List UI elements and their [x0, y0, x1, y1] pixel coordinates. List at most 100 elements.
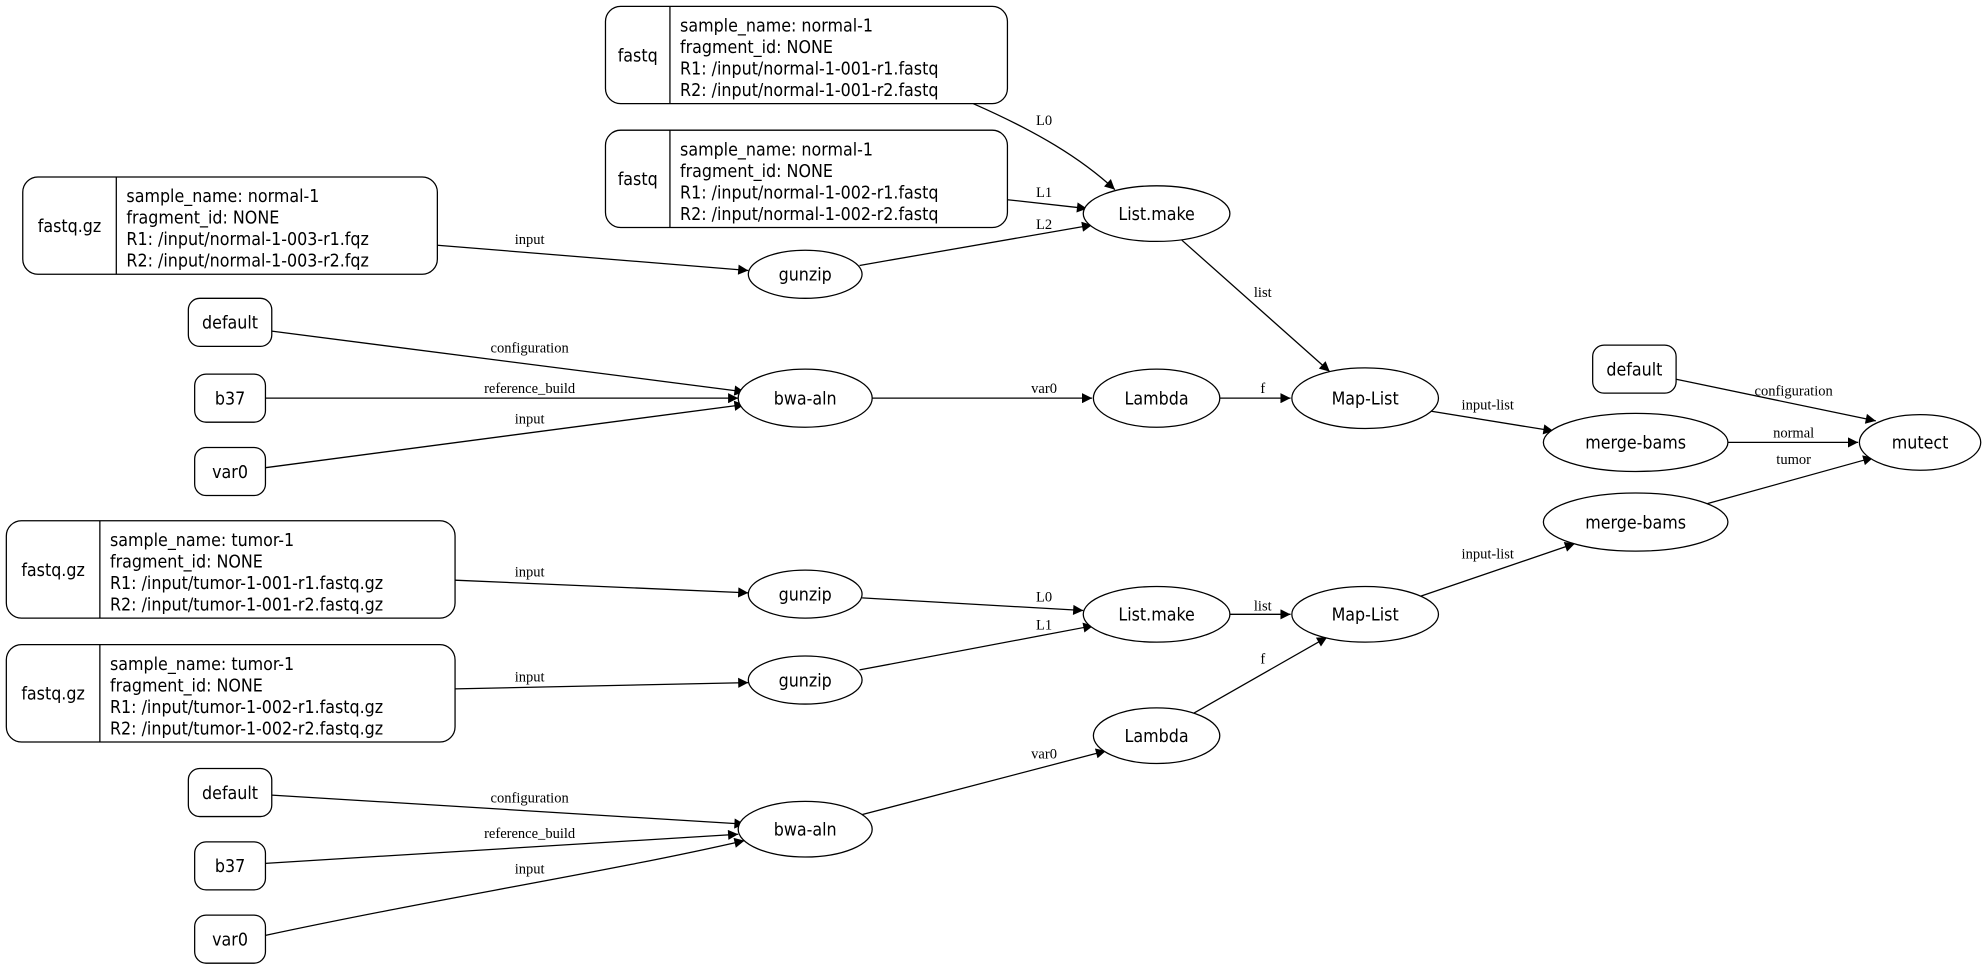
edge-var0a-bwa1: input — [265, 400, 745, 469]
edge-label: input — [515, 564, 545, 580]
node-default[interactable]: default — [187, 297, 273, 347]
record-field: fragment_id: NONE — [110, 676, 263, 696]
record-field: R2: /input/normal-1-003-r2.fqz — [126, 252, 368, 272]
edge-label: input — [515, 232, 545, 248]
edge-bwa2-lam2: var0 — [859, 746, 1107, 816]
node-map-list[interactable]: Map-List — [1291, 585, 1440, 643]
edge-f3-gz1: input — [437, 232, 749, 275]
ellipse-shape — [1092, 368, 1221, 428]
node-lambda[interactable]: Lambda — [1092, 368, 1221, 428]
record-field: R1: /input/tumor-1-001-r1.fastq.gz — [110, 574, 383, 594]
edge-label: list — [1254, 285, 1272, 301]
node-label: mutect — [1892, 434, 1949, 454]
node-label: var0 — [212, 463, 248, 483]
ellipse-shape — [1291, 367, 1440, 430]
record-box — [5, 520, 456, 619]
edge-label: var0 — [1031, 746, 1057, 762]
record-field: R2: /input/normal-1-001-r2.fastq — [680, 81, 938, 101]
edge-lm2-map2: list — [1229, 599, 1291, 620]
edge-b37b-bwa2: reference_build — [265, 826, 739, 864]
node-label: Lambda — [1125, 389, 1189, 409]
node-label: merge-bams — [1585, 513, 1686, 533]
box-shape — [194, 373, 267, 423]
edge-f1-lm1: L0 — [973, 103, 1116, 191]
node-b37[interactable]: b37 — [194, 841, 267, 891]
node-merge-bams[interactable]: merge-bams — [1542, 492, 1729, 552]
node-merge-bams[interactable]: merge-bams — [1542, 412, 1729, 473]
node-label: gunzip — [779, 671, 832, 691]
node-default[interactable]: default — [187, 767, 273, 818]
node-default[interactable]: default — [1592, 344, 1677, 394]
node-bwa-aln[interactable]: bwa-aln — [737, 800, 873, 858]
record-field: sample_name: normal-1 — [126, 187, 319, 207]
record-field: sample_name: normal-1 — [680, 140, 873, 160]
edge-line — [437, 244, 749, 275]
record-field: sample_name: tumor-1 — [110, 655, 294, 675]
record-field: R1: /input/normal-1-003-r1.fqz — [126, 230, 368, 250]
node-var0[interactable]: var0 — [194, 914, 267, 964]
edge-label: configuration — [1755, 384, 1834, 400]
node-map-list[interactable]: Map-List — [1291, 367, 1440, 430]
edge-label: reference_build — [484, 826, 576, 842]
edge-mb1-mut: normal — [1727, 425, 1859, 448]
edge-gz1-lm1: L2 — [859, 217, 1093, 267]
edge-label: list — [1254, 599, 1272, 615]
box-shape — [1592, 344, 1677, 394]
edge-line — [271, 330, 745, 396]
node-var0[interactable]: var0 — [194, 446, 267, 497]
edge-line — [1675, 378, 1876, 424]
box-shape — [194, 446, 267, 497]
record-field: fragment_id: NONE — [680, 38, 833, 58]
record-field: fragment_id: NONE — [680, 162, 833, 182]
record-box — [604, 5, 1009, 105]
edge-line — [1007, 199, 1088, 213]
edge-line — [1428, 410, 1554, 435]
node-label: Map-List — [1332, 389, 1399, 409]
node-mutect[interactable]: mutect — [1858, 413, 1982, 471]
record-type: fastq.gz — [21, 685, 85, 705]
edge-gz3-lm2: L1 — [859, 617, 1094, 671]
record-type: fastq — [618, 46, 658, 66]
edge-label: L1 — [1036, 185, 1052, 201]
node-list-make[interactable]: List.make — [1082, 585, 1231, 643]
node-label: var0 — [212, 930, 248, 950]
record-box — [22, 176, 438, 275]
edge-label: input — [515, 861, 545, 877]
edge-line — [1181, 239, 1331, 373]
node-gunzip[interactable]: gunzip — [747, 569, 863, 619]
edge-label: normal — [1773, 425, 1814, 441]
node-fastq-gz[interactable]: fastq.gz sample_name: tumor-1fragment_id:… — [5, 644, 456, 743]
edge-bwa1-lam1: var0 — [872, 381, 1093, 404]
node-gunzip[interactable]: gunzip — [747, 655, 863, 705]
node-bwa-aln[interactable]: bwa-aln — [737, 368, 873, 428]
box-shape — [187, 297, 273, 347]
node-list-make[interactable]: List.make — [1082, 185, 1231, 243]
edge-label: f — [1260, 381, 1265, 397]
record-field: fragment_id: NONE — [110, 553, 263, 573]
record-box — [604, 129, 1009, 229]
record-field: R1: /input/normal-1-002-r1.fastq — [680, 183, 938, 203]
edge-label: L0 — [1036, 590, 1052, 606]
record-box — [5, 644, 456, 743]
record-field: R1: /input/normal-1-001-r1.fastq — [680, 60, 938, 80]
edge-def3-mut: configuration — [1675, 378, 1876, 424]
edge-map1-mb1: input-list — [1428, 398, 1554, 435]
node-label: b37 — [215, 389, 245, 409]
edge-line — [1415, 542, 1576, 599]
ellipse-shape — [747, 655, 863, 705]
box-shape — [194, 841, 267, 891]
node-b37[interactable]: b37 — [194, 373, 267, 423]
edge-line — [862, 597, 1084, 615]
edge-line — [859, 622, 1094, 671]
edge-label: tumor — [1776, 452, 1811, 468]
node-lambda[interactable]: Lambda — [1092, 707, 1221, 765]
edge-line — [859, 748, 1107, 816]
node-label: gunzip — [779, 585, 832, 605]
ellipse-shape — [1542, 412, 1729, 473]
node-gunzip[interactable]: gunzip — [747, 249, 863, 299]
